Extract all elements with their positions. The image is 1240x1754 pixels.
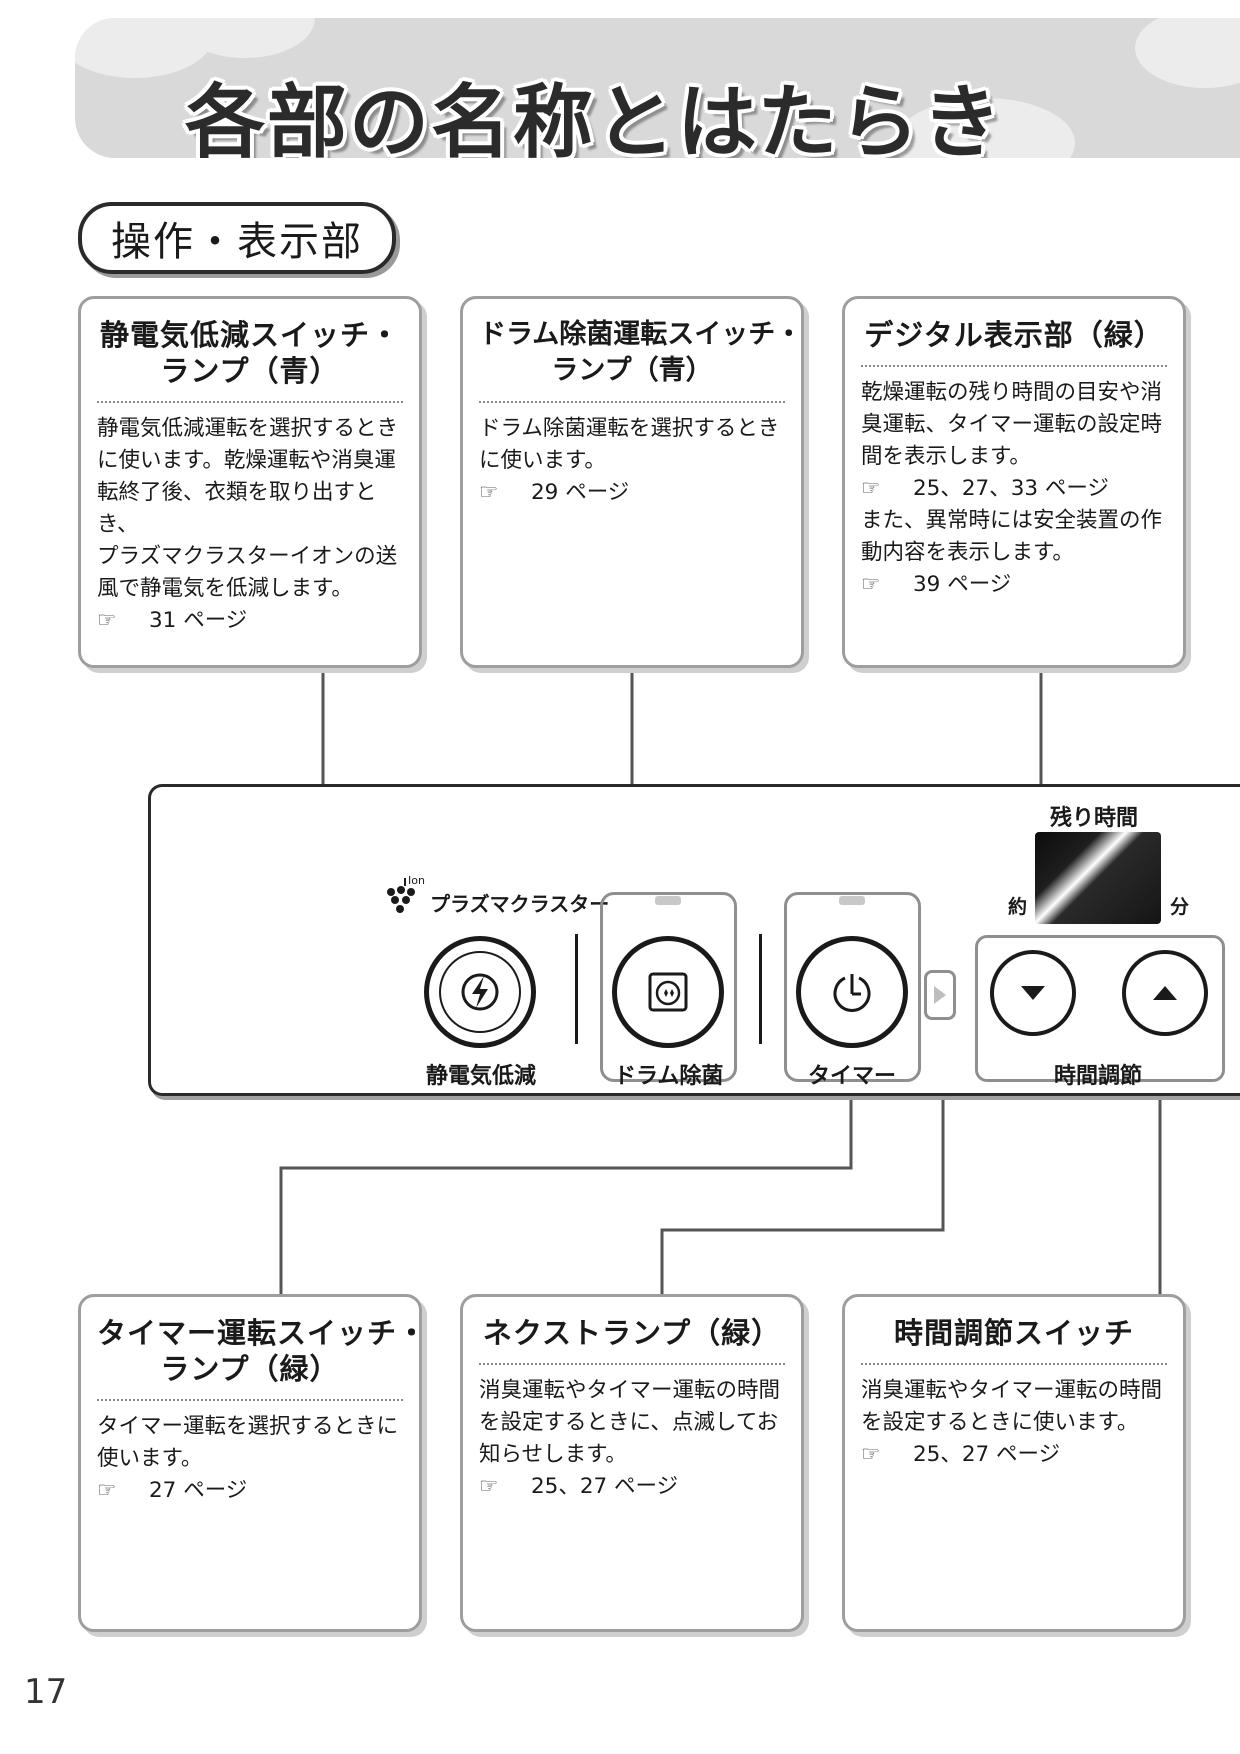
digital-display bbox=[1035, 832, 1161, 924]
time-up-button[interactable] bbox=[1122, 950, 1208, 1036]
box-title: デジタル表示部（緑） bbox=[861, 317, 1167, 367]
brand-ion: Ion bbox=[408, 874, 425, 887]
page-reference: ☞25、27 ページ bbox=[861, 1439, 1167, 1471]
page-reference: ☞31 ページ bbox=[97, 605, 403, 637]
page-reference: ☞29 ページ bbox=[479, 477, 785, 509]
box-body: 静電気低減運転を選択するとき に使います。乾燥運転や消臭運 転終了後、衣類を取り… bbox=[97, 413, 403, 637]
box-digital-display: デジタル表示部（緑） 乾燥運転の残り時間の目安や消 臭運転、タイマー運転の設定時… bbox=[842, 296, 1186, 668]
triangle-up-icon bbox=[1153, 986, 1177, 1000]
pointing-hand-icon: ☞ bbox=[479, 1474, 499, 1499]
connector-next bbox=[660, 1014, 945, 1294]
drum-sterilize-button[interactable] bbox=[612, 936, 724, 1048]
box-time-adjust-switch: 時間調節スイッチ 消臭運転やタイマー運転の時間 を設定するときに使います。 ☞2… bbox=[842, 1294, 1186, 1632]
static-reduction-label: 静電気低減 bbox=[426, 1064, 537, 1089]
plasmacluster-logo-icon bbox=[385, 878, 427, 926]
page-number: 17 bbox=[24, 1672, 68, 1712]
box-body: タイマー運転を選択するときに 使います。 ☞27 ページ bbox=[97, 1411, 403, 1507]
connector-timer bbox=[279, 1086, 853, 1294]
drum-sterilize-button-inner bbox=[627, 951, 709, 1033]
pointing-hand-icon: ☞ bbox=[479, 480, 499, 505]
page-reference: ☞39 ページ bbox=[861, 569, 1167, 601]
page-reference: ☞25、27、33 ページ bbox=[861, 473, 1167, 505]
pointing-hand-icon: ☞ bbox=[861, 476, 881, 501]
static-reduction-button[interactable] bbox=[424, 936, 536, 1048]
section-title: 操作・表示部 bbox=[78, 202, 396, 274]
panel-divider bbox=[575, 934, 578, 1044]
timer-button-frame bbox=[784, 892, 921, 1082]
pointing-hand-icon: ☞ bbox=[861, 572, 881, 597]
box-title: ドラム除菌運転スイッチ・ ランプ（青） bbox=[479, 317, 802, 403]
box-body: ドラム除菌運転を選択するとき に使います。 ☞29 ページ bbox=[479, 413, 785, 509]
box-title: 静電気低減スイッチ・ ランプ（青） bbox=[97, 317, 403, 403]
next-arrow-icon bbox=[934, 986, 946, 1004]
timer-label: タイマー bbox=[808, 1064, 897, 1089]
box-title: タイマー運転スイッチ・ ランプ（緑） bbox=[97, 1315, 426, 1401]
page-reference: ☞25、27 ページ bbox=[479, 1471, 785, 1503]
box-static-switch: 静電気低減スイッチ・ ランプ（青） 静電気低減運転を選択するとき に使います。乾… bbox=[78, 296, 422, 668]
static-reduction-icon bbox=[461, 973, 499, 1011]
panel-divider bbox=[759, 934, 762, 1044]
static-reduction-button-inner bbox=[439, 951, 521, 1033]
pointing-hand-icon: ☞ bbox=[97, 608, 117, 633]
box-timer-switch: タイマー運転スイッチ・ ランプ（緑） タイマー運転を選択するときに 使います。 … bbox=[78, 1294, 426, 1632]
time-down-button[interactable] bbox=[990, 950, 1076, 1036]
drum-lamp bbox=[655, 896, 681, 905]
box-body: 乾燥運転の残り時間の目安や消 臭運転、タイマー運転の設定時 間を表示します。 ☞… bbox=[861, 377, 1167, 601]
timer-button-inner bbox=[811, 951, 893, 1033]
time-adjust-frame bbox=[975, 935, 1225, 1082]
pointing-hand-icon: ☞ bbox=[861, 1442, 881, 1467]
box-title: ネクストランプ（緑） bbox=[479, 1315, 785, 1365]
box-body: 消臭運転やタイマー運転の時間 を設定するときに使います。 ☞25、27 ページ bbox=[861, 1375, 1167, 1471]
title-banner: 各部の名称とはたらき bbox=[75, 18, 1240, 158]
page-reference: ☞27 ページ bbox=[97, 1475, 403, 1507]
minutes-label: 分 bbox=[1170, 896, 1190, 918]
page-title: 各部の名称とはたらき bbox=[185, 76, 1004, 158]
next-lamp bbox=[924, 970, 956, 1020]
brand-name: プラズマクラスター bbox=[430, 892, 610, 916]
timer-lamp bbox=[839, 896, 865, 905]
drum-sterilize-icon bbox=[648, 972, 688, 1012]
time-adjust-label: 時間調節 bbox=[1054, 1064, 1143, 1089]
triangle-down-icon bbox=[1021, 986, 1045, 1000]
remaining-time-label: 残り時間 bbox=[1050, 806, 1139, 831]
box-drum-switch: ドラム除菌運転スイッチ・ ランプ（青） ドラム除菌運転を選択するとき に使います… bbox=[460, 296, 804, 668]
approx-label: 約 bbox=[1008, 896, 1028, 918]
timer-button[interactable] bbox=[796, 936, 908, 1048]
drum-sterilize-label: ドラム除菌 bbox=[614, 1064, 724, 1089]
box-title: 時間調節スイッチ bbox=[861, 1315, 1167, 1365]
box-next-lamp: ネクストランプ（緑） 消臭運転やタイマー運転の時間 を設定するときに、点滅してお… bbox=[460, 1294, 804, 1632]
drum-button-frame bbox=[600, 892, 737, 1082]
pointing-hand-icon: ☞ bbox=[97, 1478, 117, 1503]
timer-icon bbox=[833, 974, 871, 1012]
box-body: 消臭運転やタイマー運転の時間 を設定するときに、点滅してお 知らせします。 ☞2… bbox=[479, 1375, 785, 1503]
